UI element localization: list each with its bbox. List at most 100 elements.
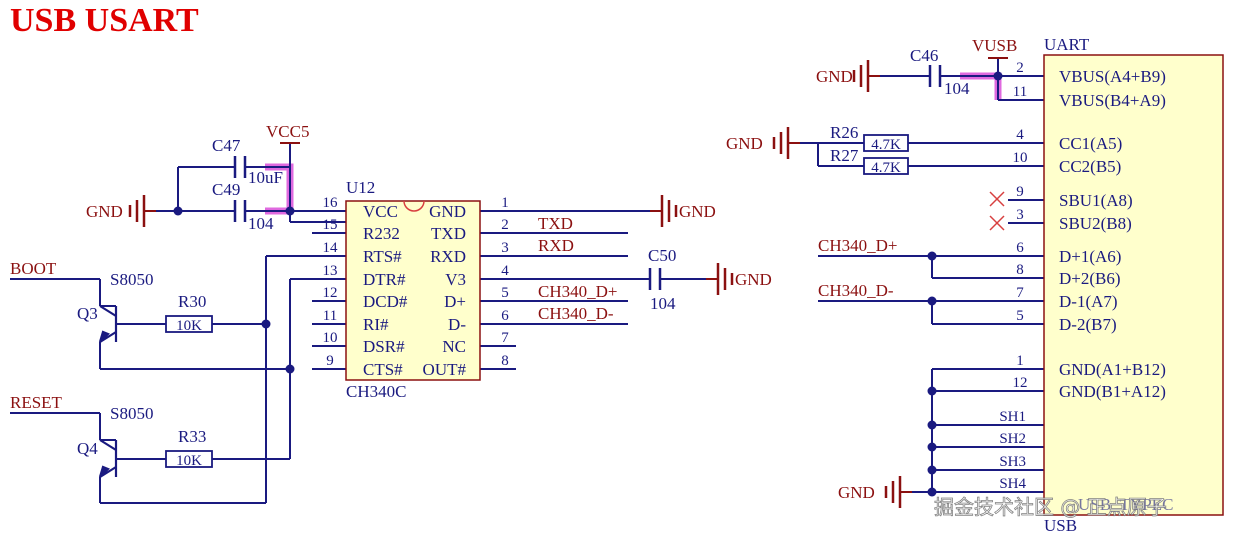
r33-ref: R33 xyxy=(178,427,206,446)
usb-pin-name: GND(A1+B12) xyxy=(1059,360,1166,379)
usb-part: USB xyxy=(1044,516,1077,535)
u12-pin-number: 3 xyxy=(501,240,509,256)
u12-pin-name: DTR# xyxy=(363,270,406,289)
r33-value: 10K xyxy=(176,453,202,469)
usb-shield-pin: SH4 xyxy=(999,476,1026,492)
capacitor-c46[interactable] xyxy=(928,65,942,87)
u12-body[interactable] xyxy=(345,200,481,381)
net-label-txd: TXD xyxy=(538,214,573,233)
usb-pin-number: 7 xyxy=(1016,285,1024,301)
u12-designator: U12 xyxy=(346,178,375,197)
capacitor-c47[interactable] xyxy=(233,156,247,178)
u12-pin-name: RTS# xyxy=(363,247,402,266)
usb-pin-number: 11 xyxy=(1013,84,1027,100)
gnd-label-c46: GND xyxy=(816,67,853,86)
u12-pin-number: 5 xyxy=(501,285,509,301)
c49-ref: C49 xyxy=(212,180,240,199)
u12-pin-number: 16 xyxy=(323,195,339,211)
u12-pin-number: 8 xyxy=(501,353,509,369)
gnd-label-cc: GND xyxy=(726,134,763,153)
gnd-label-c50: GND xyxy=(735,270,772,289)
usb-pin-number: 10 xyxy=(1013,150,1028,166)
junctions xyxy=(173,71,1003,497)
r27-value: 4.7K xyxy=(871,160,901,176)
c50-ref: C50 xyxy=(648,246,676,265)
c46-ref: C46 xyxy=(910,46,938,65)
u12-pin-name: V3 xyxy=(445,270,466,289)
u12-pin-name: D- xyxy=(448,315,466,334)
transistor-q3[interactable] xyxy=(98,305,118,343)
resistor-r27 xyxy=(863,157,909,175)
gnd-label-vcc: GND xyxy=(86,202,123,221)
gnd-symbol-c46 xyxy=(852,58,882,94)
u12-pin-name: RXD xyxy=(430,247,466,266)
usb-part-overlay: USB_TYPEC xyxy=(1078,495,1173,514)
u12-pin-number: 9 xyxy=(326,353,334,369)
u12-pin-name: GND xyxy=(429,202,466,221)
u12-pin-number: 13 xyxy=(323,263,338,279)
no-connect-marks xyxy=(989,191,1005,231)
usb-shield-pin: SH2 xyxy=(999,431,1026,447)
sheet-title: USB USART xyxy=(10,2,199,39)
resistor-r33 xyxy=(165,450,213,468)
resistors[interactable] xyxy=(165,134,909,468)
gnd-symbol-u12 xyxy=(648,193,678,229)
u12-pin-number: 15 xyxy=(323,217,338,233)
net-label-dminus-u12: CH340_D- xyxy=(538,304,614,323)
usb-pin-name: D+1(A6) xyxy=(1059,247,1121,266)
capacitor-c49[interactable] xyxy=(233,200,247,222)
r26-value: 4.7K xyxy=(871,137,901,153)
resistor-r30 xyxy=(165,315,213,333)
net-label-dplus-u12: CH340_D+ xyxy=(538,282,617,301)
usb-pin-number: 9 xyxy=(1016,184,1024,200)
q4-part: S8050 xyxy=(110,404,153,423)
gnd-symbol-c50 xyxy=(704,261,734,297)
r30-value: 10K xyxy=(176,318,202,334)
u12-pin-number: 7 xyxy=(501,330,509,346)
gnd-symbol-cc xyxy=(772,125,802,161)
usb-pin-number: 12 xyxy=(1013,375,1028,391)
q3-part: S8050 xyxy=(110,270,153,289)
u12-pin-name: NC xyxy=(442,337,466,356)
usb-pin-number: 2 xyxy=(1016,60,1024,76)
net-label-boot: BOOT xyxy=(10,259,57,278)
watermark: 掘金技术社区 @ 正点原子 xyxy=(934,495,1167,519)
u12-pin-number: 12 xyxy=(323,285,338,301)
usb-shield-pin: SH1 xyxy=(999,409,1026,425)
usb-pin-name: CC2(B5) xyxy=(1059,157,1121,176)
usb-pin-name: VBUS(B4+A9) xyxy=(1059,91,1166,110)
usb-pin-name: D-1(A7) xyxy=(1059,292,1118,311)
u12-pin-number: 4 xyxy=(501,263,509,279)
u12-part: CH340C xyxy=(346,382,406,401)
usb-designator: UART xyxy=(1044,35,1090,54)
usb-pin-number: 8 xyxy=(1016,262,1024,278)
capacitor-c50[interactable] xyxy=(648,268,662,290)
gnd-label-usb: GND xyxy=(838,483,875,502)
usb-pin-number: 6 xyxy=(1016,240,1024,256)
usb-shield-pin: SH3 xyxy=(999,454,1026,470)
usb-pin-number: 3 xyxy=(1016,207,1024,223)
net-label-reset: RESET xyxy=(10,393,63,412)
u12-notch xyxy=(403,200,425,212)
usb-pin-name: GND(B1+A12) xyxy=(1059,382,1166,401)
net-label-rxd: RXD xyxy=(538,236,574,255)
u12-pin-name: D+ xyxy=(444,292,466,311)
u12-pin-name: DCD# xyxy=(363,292,408,311)
gnd-symbol-vcc xyxy=(128,193,158,229)
usb-pin-name: D+2(B6) xyxy=(1059,269,1121,288)
net-label-dplus-usb: CH340_D+ xyxy=(818,236,897,255)
c49-value: 104 xyxy=(248,214,274,233)
usb-pin-name: VBUS(A4+B9) xyxy=(1059,67,1166,86)
gnd-label-u12: GND xyxy=(679,202,716,221)
q4-ref: Q4 xyxy=(77,439,98,458)
usb-pin-name: SBU1(A8) xyxy=(1059,191,1133,210)
usb-pin-name: CC1(A5) xyxy=(1059,134,1122,153)
transistor-q4[interactable] xyxy=(98,439,118,478)
r26-ref: R26 xyxy=(830,123,858,142)
power-symbols xyxy=(280,57,1008,144)
q3-ref: Q3 xyxy=(77,304,98,323)
u12-pin-name: TXD xyxy=(431,224,466,243)
usb-body[interactable] xyxy=(1043,54,1224,516)
